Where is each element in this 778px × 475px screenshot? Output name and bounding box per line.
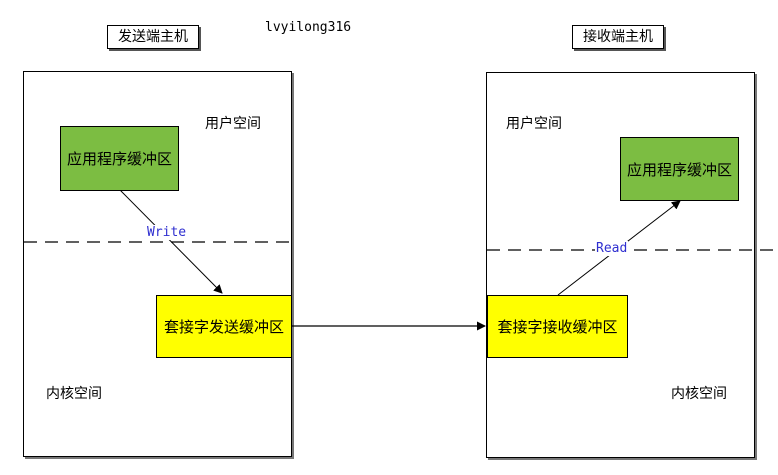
read-label: Read [595, 241, 629, 256]
receiver-title-text: 接收端主机 [583, 29, 653, 45]
sender-app-buffer: 应用程序缓冲区 [60, 126, 179, 191]
sender-socket-buffer: 套接字发送缓冲区 [156, 295, 292, 358]
receiver-app-buffer: 应用程序缓冲区 [620, 137, 739, 201]
sender-socket-buffer-label: 套接字发送缓冲区 [163, 318, 284, 336]
write-arrow [119, 189, 223, 294]
receiver-user-space-label: 用户空间 [506, 116, 562, 132]
receiver-kernel-space-label: 内核空间 [671, 386, 727, 402]
sender-app-buffer-label: 应用程序缓冲区 [66, 150, 172, 168]
sender-user-space-label: 用户空间 [205, 116, 261, 132]
receiver-socket-buffer-label: 套接字接收缓冲区 [497, 318, 618, 336]
write-label: Write [146, 225, 188, 240]
receiver-socket-buffer: 套接字接收缓冲区 [487, 295, 628, 358]
sender-title-text: 发送端主机 [118, 29, 188, 45]
receiver-host-box [486, 72, 755, 458]
sender-title: 发送端主机 [107, 25, 199, 49]
watermark: lvyilong316 [265, 20, 352, 35]
receiver-app-buffer-label: 应用程序缓冲区 [626, 160, 732, 179]
receiver-title: 接收端主机 [572, 25, 664, 49]
sender-kernel-space-label: 内核空间 [46, 386, 102, 402]
